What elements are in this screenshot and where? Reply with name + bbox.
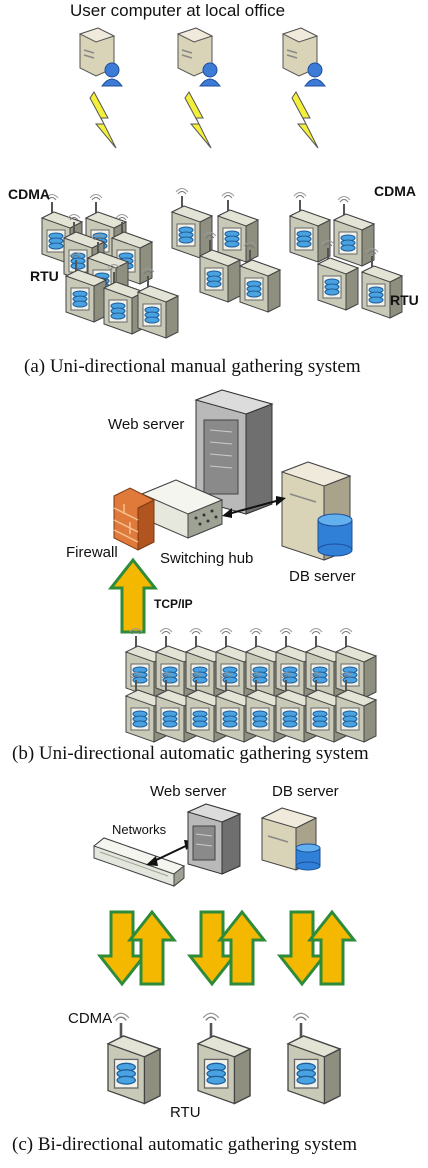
- user-computer-2-icon: [177, 27, 221, 87]
- user-computer-3-icon: [282, 27, 326, 87]
- rtu-cluster-right: [289, 191, 403, 319]
- rtu-row-c: [106, 1011, 342, 1105]
- cdma-label-right: CDMA: [374, 183, 416, 199]
- firewall-icon: [113, 487, 155, 551]
- switching-hub-label: Switching hub: [160, 550, 254, 567]
- db-server-icon: [280, 461, 353, 561]
- wireless-link-2-icon: [184, 91, 212, 149]
- web-server-c-label: Web server: [150, 783, 227, 800]
- rtu-label-left: RTU: [30, 268, 59, 284]
- tcp-ip-label: TCP/IP: [154, 597, 193, 611]
- db-server-label: DB server: [289, 568, 356, 585]
- firewall-label: Firewall: [66, 544, 118, 561]
- web-server-c-icon: [186, 803, 242, 875]
- hub-db-connector: [222, 496, 286, 518]
- rtu-cluster-left: [41, 193, 179, 339]
- networks-label: Networks: [112, 822, 167, 837]
- switching-hub-icon: [140, 479, 224, 539]
- cdma-label-left: CDMA: [8, 186, 50, 202]
- network-device-icon: [92, 837, 186, 888]
- caption-a: (a) Uni-directional manual gathering sys…: [24, 356, 361, 377]
- caption-b: (b) Uni-directional automatic gathering …: [12, 743, 369, 764]
- rtu-grid: [125, 627, 377, 743]
- wireless-link-1-icon: [89, 91, 117, 149]
- web-server-label: Web server: [108, 416, 185, 433]
- user-computer-1-icon: [79, 27, 123, 87]
- cdma-c-label: CDMA: [68, 1010, 113, 1027]
- bidirectional-arrows: [98, 910, 356, 986]
- rtu-label-right: RTU: [390, 292, 419, 308]
- caption-c: (c) Bi-directional automatic gathering s…: [12, 1134, 358, 1155]
- rtu-cluster-middle: [171, 187, 281, 313]
- web-server-icon: [194, 389, 274, 515]
- db-server-c-label: DB server: [272, 783, 339, 800]
- wireless-link-3-icon: [291, 91, 319, 149]
- db-server-c-icon: [260, 807, 321, 871]
- rtu-c-label: RTU: [170, 1104, 201, 1121]
- tcp-ip-up-arrow: [109, 558, 157, 634]
- office-title: User computer at local office: [70, 1, 286, 20]
